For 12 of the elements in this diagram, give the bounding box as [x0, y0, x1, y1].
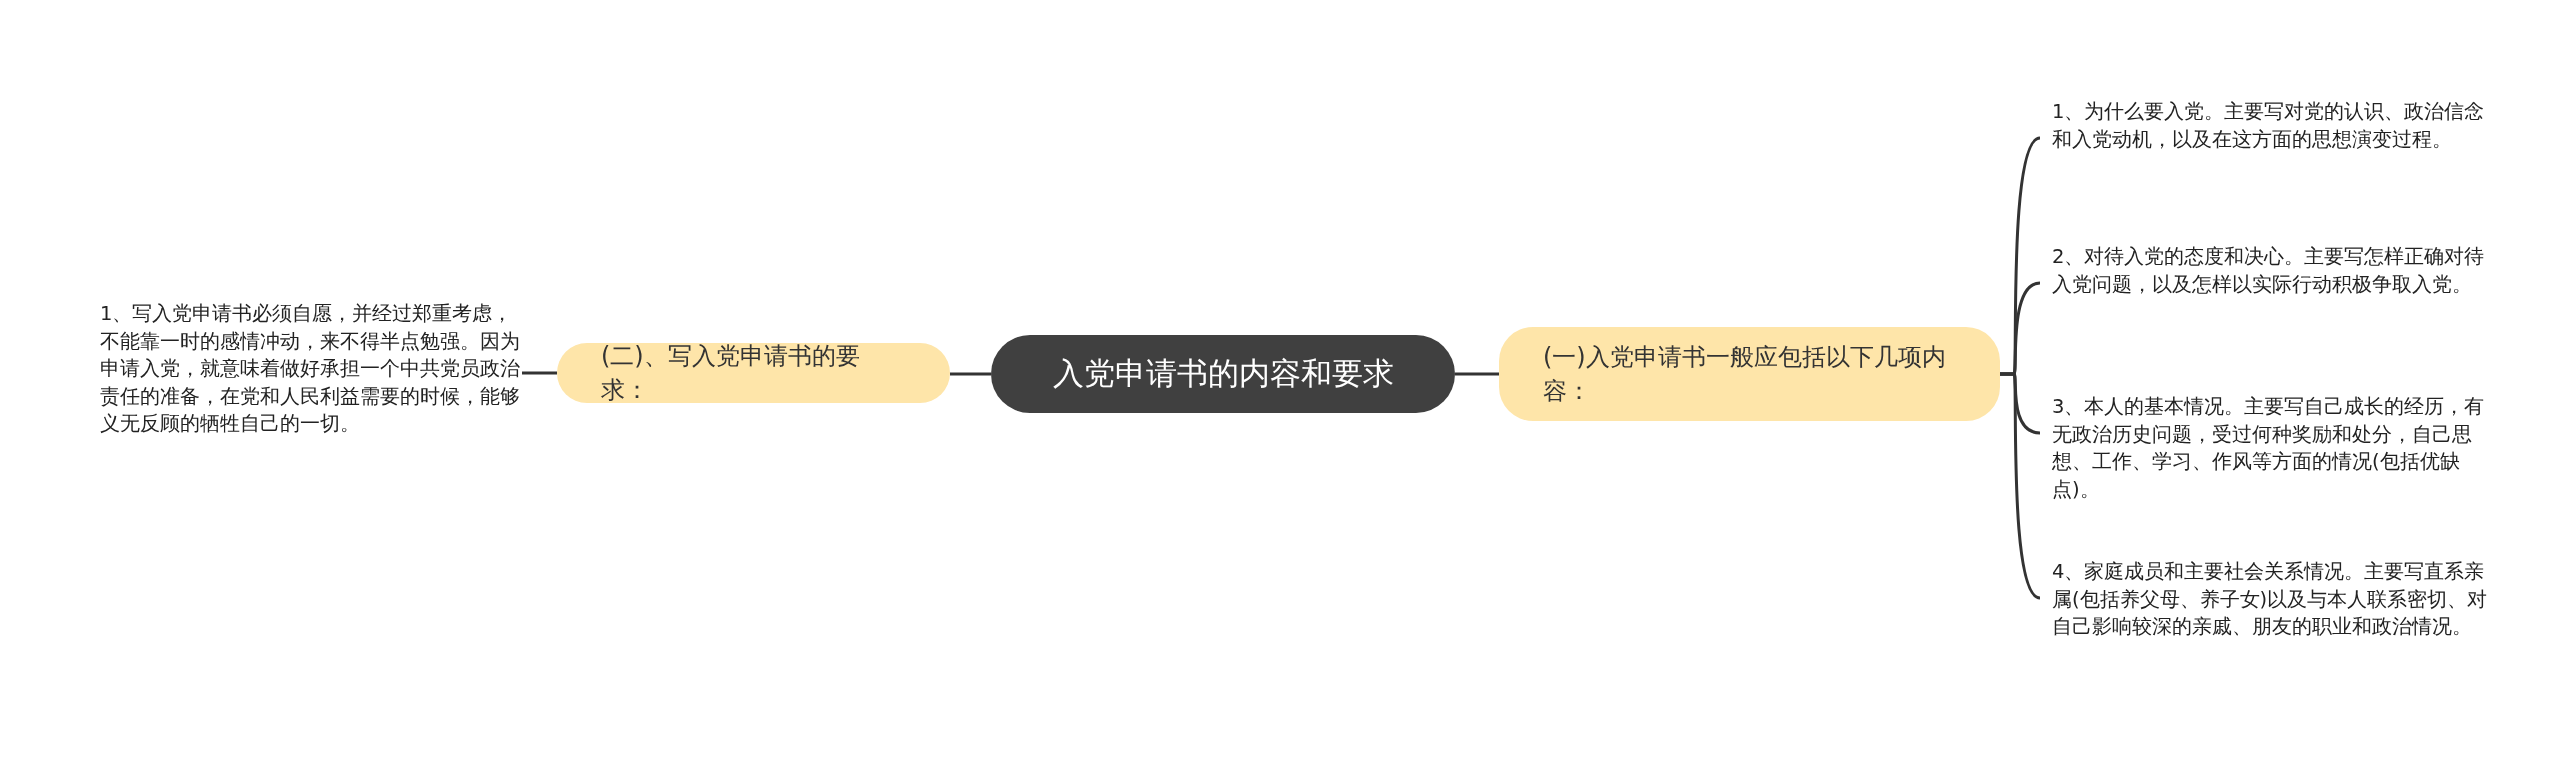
note-text: 4、家庭成员和主要社会关系情况。主要写直系亲属(包括养父母、养子女)以及与本人联系密切、对自己影响较深的亲戚、朋友的职业和政治情况。	[2040, 558, 2490, 641]
topic-box: (二)、写入党申请书的要求：	[557, 343, 950, 403]
connector-line	[1455, 372, 1499, 376]
connector-line	[2000, 372, 2041, 600]
note-text: 2、对待入党的态度和决心。主要写怎样正确对待入党问题，以及怎样以实际行动积极争取入党。	[2040, 243, 2490, 298]
topic-box: (一)入党申请书一般应包括以下几项内容：	[1499, 327, 2000, 421]
connector-line	[950, 372, 991, 376]
connector-line	[522, 371, 557, 375]
note-text: 1、写入党申请书必须自愿，并经过郑重考虑，不能靠一时的感情冲动，来不得半点勉强。因为申请入党，就意味着做好承担一个中共党员政治责任的准备，在党和人民利益需要的时候，能够义无反顾的牺牲自己的一切。	[88, 300, 522, 438]
note-text: 1、为什么要入党。主要写对党的认识、政治信念和入党动机，以及在这方面的思想演变过程。	[2040, 98, 2490, 153]
root-topic-box: 入党申请书的内容和要求	[991, 335, 1455, 413]
note-text: 3、本人的基本情况。主要写自己成长的经历，有无政治历史问题，受过何种奖励和处分，自己思想、工作、学习、作风等方面的情况(包括优缺点)。	[2040, 393, 2490, 503]
